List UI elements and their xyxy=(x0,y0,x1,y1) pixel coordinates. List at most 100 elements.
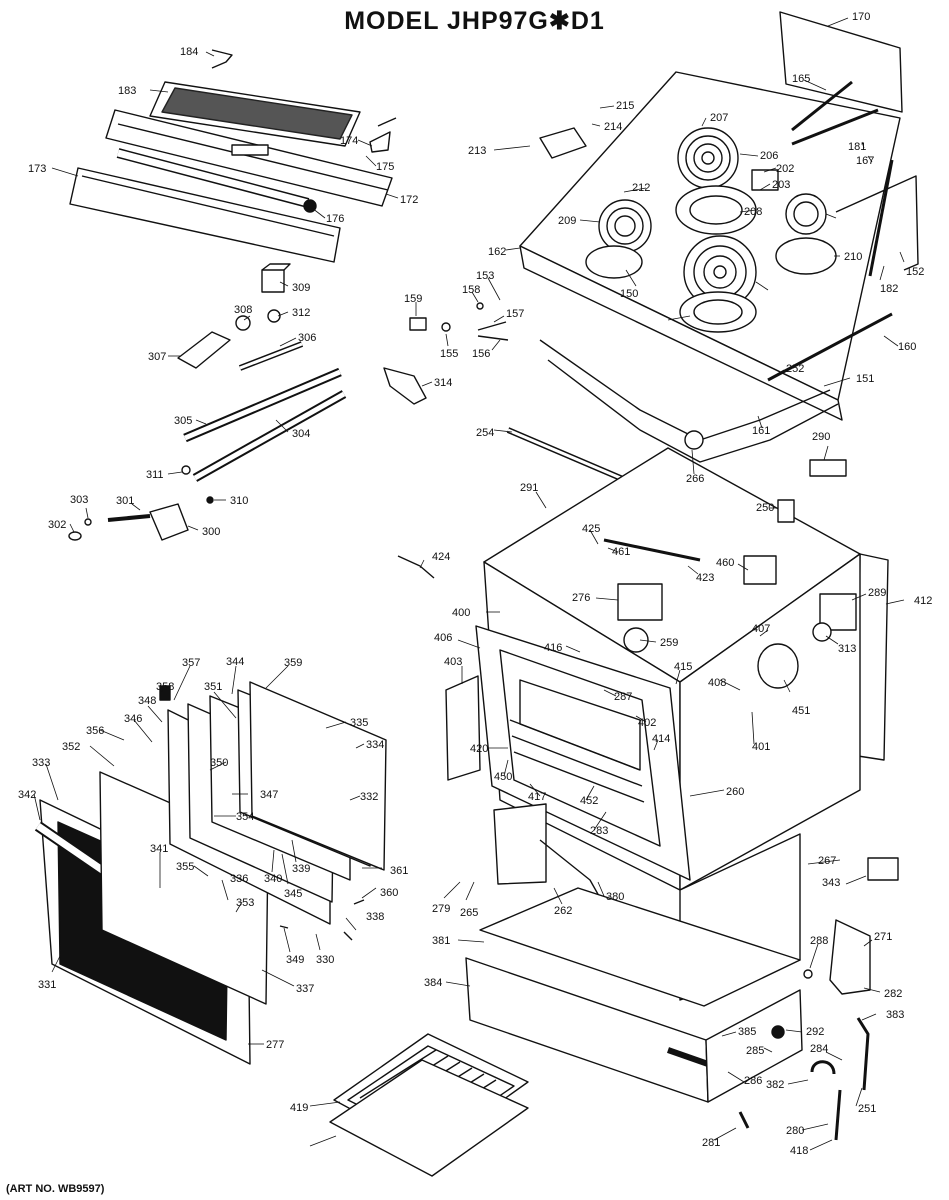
callout-361: 361 xyxy=(390,865,408,877)
broiler-pan-group xyxy=(329,1033,529,1177)
callout-213: 213 xyxy=(468,145,486,157)
callout-151: 151 xyxy=(856,373,874,385)
callout-359: 359 xyxy=(284,657,302,669)
callout-282: 282 xyxy=(884,988,902,1000)
callout-408: 408 xyxy=(708,677,726,689)
callout-347: 347 xyxy=(260,789,278,801)
callout-417: 417 xyxy=(528,791,546,803)
cooktop-group xyxy=(519,11,919,463)
callout-355: 355 xyxy=(176,861,194,873)
callout-306: 306 xyxy=(298,332,316,344)
callout-342: 342 xyxy=(18,789,36,801)
callout-212: 212 xyxy=(632,182,650,194)
callout-403: 403 xyxy=(444,656,462,668)
callout-451: 451 xyxy=(792,705,810,717)
callout-310: 310 xyxy=(230,495,248,507)
callout-309: 309 xyxy=(292,282,310,294)
callout-286: 286 xyxy=(744,1075,762,1087)
callout-162: 162 xyxy=(488,246,506,258)
callout-341: 341 xyxy=(150,843,168,855)
callout-332: 332 xyxy=(360,791,378,803)
leader-lines xyxy=(33,17,905,1151)
callout-184: 184 xyxy=(180,46,198,58)
callout-307: 307 xyxy=(148,351,166,363)
callout-250: 250 xyxy=(756,502,774,514)
callout-208: 208 xyxy=(744,206,762,218)
callout-288: 288 xyxy=(810,935,828,947)
callout-284: 284 xyxy=(810,1043,828,1055)
callout-207: 207 xyxy=(710,112,728,124)
callout-346: 346 xyxy=(124,713,142,725)
callout-331: 331 xyxy=(38,979,56,991)
callout-414: 414 xyxy=(652,733,670,745)
callout-312: 312 xyxy=(292,307,310,319)
callout-262: 262 xyxy=(554,905,572,917)
callout-300: 300 xyxy=(202,526,220,538)
callout-283: 283 xyxy=(590,825,608,837)
storage-drawer-group xyxy=(465,887,871,1141)
callout-303: 303 xyxy=(70,494,88,506)
callout-338: 338 xyxy=(366,911,384,923)
callout-424: 424 xyxy=(432,551,450,563)
callout-343: 343 xyxy=(822,877,840,889)
callout-401: 401 xyxy=(752,741,770,753)
backguard-panel-group xyxy=(69,49,397,263)
callout-350: 350 xyxy=(210,757,228,769)
callout-340: 340 xyxy=(264,873,282,885)
callout-280: 280 xyxy=(786,1125,804,1137)
callout-285: 285 xyxy=(746,1045,764,1057)
callout-383: 383 xyxy=(886,1009,904,1021)
callout-267: 267 xyxy=(818,855,836,867)
callout-402: 402 xyxy=(638,717,656,729)
callout-415: 415 xyxy=(674,661,692,673)
callout-330: 330 xyxy=(316,954,334,966)
callout-265: 265 xyxy=(460,907,478,919)
callout-308: 308 xyxy=(234,304,252,316)
callout-412: 412 xyxy=(914,595,932,607)
callout-181: 181 xyxy=(848,141,866,153)
callout-419: 419 xyxy=(290,1102,308,1114)
callout-304: 304 xyxy=(292,428,310,440)
callout-314: 314 xyxy=(434,377,452,389)
callout-382: 382 xyxy=(766,1079,784,1091)
model-title: MODEL JHP97G✱D1 xyxy=(344,7,605,35)
callout-380: 380 xyxy=(606,891,624,903)
callout-313: 313 xyxy=(838,643,856,655)
callout-301: 301 xyxy=(116,495,134,507)
callout-158: 158 xyxy=(462,284,480,296)
callout-173: 173 xyxy=(28,163,46,175)
callout-206: 206 xyxy=(760,150,778,162)
callout-202: 202 xyxy=(776,163,794,175)
callout-406: 406 xyxy=(434,632,452,644)
callout-360: 360 xyxy=(380,887,398,899)
callout-276: 276 xyxy=(572,592,590,604)
callout-356: 356 xyxy=(86,725,104,737)
callout-407: 407 xyxy=(752,623,770,635)
callout-333: 333 xyxy=(32,757,50,769)
callout-215: 215 xyxy=(616,100,634,112)
callout-209: 209 xyxy=(558,215,576,227)
callout-292: 292 xyxy=(806,1026,824,1038)
callout-384: 384 xyxy=(424,977,442,989)
callout-353: 353 xyxy=(236,897,254,909)
callout-266: 266 xyxy=(686,473,704,485)
callout-251: 251 xyxy=(858,1103,876,1115)
callout-155: 155 xyxy=(440,348,458,360)
callout-420: 420 xyxy=(470,743,488,755)
callout-210: 210 xyxy=(844,251,862,263)
callout-160: 160 xyxy=(898,341,916,353)
callout-161: 161 xyxy=(752,425,770,437)
callout-252: 252 xyxy=(786,363,804,375)
callout-277: 277 xyxy=(266,1039,284,1051)
callout-174: 174 xyxy=(340,135,358,147)
callout-157: 157 xyxy=(506,308,524,320)
callout-349: 349 xyxy=(286,954,304,966)
callout-339: 339 xyxy=(292,863,310,875)
callout-381: 381 xyxy=(432,935,450,947)
callout-418: 418 xyxy=(790,1145,808,1157)
callout-156: 156 xyxy=(472,348,490,360)
callout-357: 357 xyxy=(182,657,200,669)
callout-291: 291 xyxy=(520,482,538,494)
